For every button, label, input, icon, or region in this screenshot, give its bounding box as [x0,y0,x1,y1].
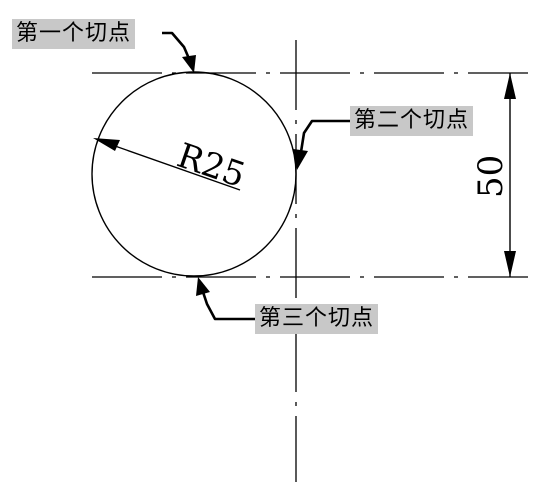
second-tangent-point-label: 第二个切点 [350,106,474,136]
first-tangent-arrowhead [182,55,196,73]
second-tangent-leader [299,119,352,153]
height-dimension-bottom-arrow [504,251,516,277]
third-tangent-leader [201,291,255,321]
radius-leader-line [97,139,241,191]
second-tangent-arrowhead [293,149,308,170]
radius-arrowhead [93,138,120,151]
third-tangent-point-label: 第三个切点 [255,304,379,334]
third-tangent-arrowhead [196,277,210,296]
first-tangent-point-label: 第一个切点 [12,19,136,49]
first-tangent-leader [162,31,192,62]
height-dimension-top-arrow [504,73,516,99]
radius-label: R25 [172,136,250,196]
height-label: 50 [471,155,511,198]
